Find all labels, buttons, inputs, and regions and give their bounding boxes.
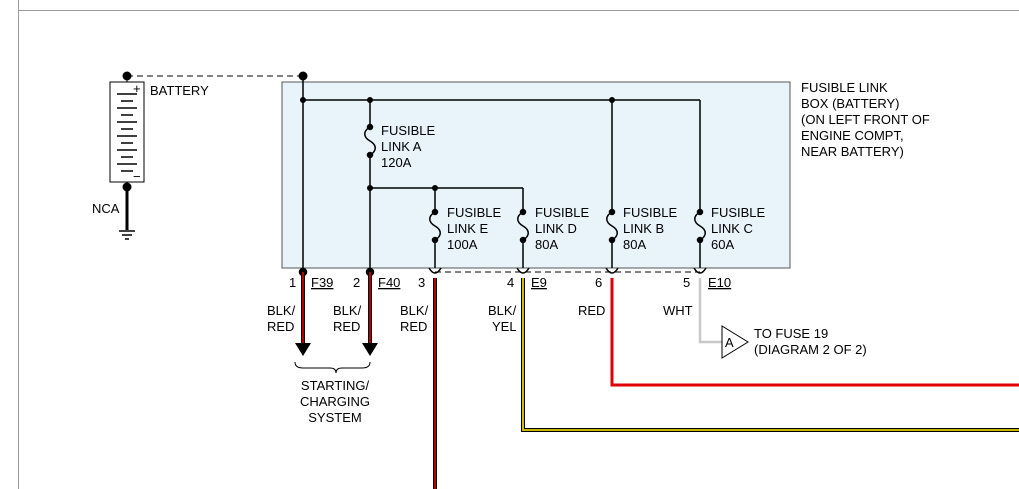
svg-text:100A: 100A [447,237,478,252]
svg-text:RED: RED [333,319,360,334]
wire-5-wht [698,278,722,344]
svg-text:FUSIBLE: FUSIBLE [535,205,590,220]
svg-text:LINK E: LINK E [447,221,489,236]
wire-6-red [610,278,1019,387]
svg-text:LINK D: LINK D [535,221,577,236]
wire-3-color-label: BLK/ RED [400,303,429,334]
battery-positive-connection [122,71,308,100]
fuse-label-d: FUSIBLE LINK D 80A [535,205,590,252]
pin-1-number: 1 [289,275,296,290]
fuse-symbol-c [694,208,706,268]
wire-2-blk-red [362,272,378,356]
svg-text:LINK B: LINK B [623,221,664,236]
bus-junctions [300,97,615,191]
pin-2-connector: F40 [378,275,400,290]
fuse-symbol-a [364,123,376,159]
wire-6-color-label: RED [578,303,605,318]
connector-a-letter: A [725,335,734,350]
svg-text:120A: 120A [381,155,412,170]
svg-text:FUSIBLE: FUSIBLE [381,123,436,138]
svg-text:FUSIBLE: FUSIBLE [711,205,766,220]
svg-text:BLK/: BLK/ [488,303,517,318]
pin-1-connector: F39 [311,275,333,290]
box-title: FUSIBLE LINK BOX (BATTERY) (ON LEFT FRON… [801,80,930,159]
nca-label: NCA [92,201,120,216]
pin-3-number: 3 [418,275,425,290]
pin-5-number: 5 [683,275,690,290]
wire-4-color-label: BLK/ YEL [488,303,517,334]
fuse-symbol-d [517,208,529,268]
battery-ground [119,182,135,240]
svg-text:ENGINE COMPT,: ENGINE COMPT, [801,128,904,143]
svg-text:RED: RED [267,319,294,334]
page-frame [18,0,1019,489]
fusible-link-box [281,81,791,269]
fuse-symbol-e [429,208,441,268]
svg-text:60A: 60A [711,237,734,252]
svg-text:RED: RED [400,319,427,334]
svg-text:BLK/: BLK/ [333,303,362,318]
fuse-label-a: FUSIBLE LINK A 120A [381,123,436,170]
wire-4-blk-yel [521,278,1019,432]
fuse-symbol-b [606,208,618,268]
fuse-label-b: FUSIBLE LINK B 80A [623,205,678,252]
svg-text:TO FUSE 19: TO FUSE 19 [754,326,828,341]
battery-minus-sign: − [133,169,141,184]
connector-a-destination-label: TO FUSE 19 (DIAGRAM 2 OF 2) [754,326,867,357]
fuse-label-e: FUSIBLE LINK E 100A [447,205,502,252]
svg-text:CHARGING: CHARGING [300,394,370,409]
battery-label: BATTERY [150,83,209,98]
wire-1-blk-red [295,272,311,356]
svg-text:FUSIBLE: FUSIBLE [623,205,678,220]
pin-2-number: 2 [353,275,360,290]
svg-text:LINK A: LINK A [381,139,422,154]
connector-a-triangle [721,325,749,359]
svg-text:80A: 80A [623,237,646,252]
wire-5-color-label: WHT [663,303,693,318]
svg-text:LINK C: LINK C [711,221,753,236]
svg-text:(DIAGRAM 2 OF 2): (DIAGRAM 2 OF 2) [754,342,867,357]
battery-symbol: + − [109,81,145,184]
svg-text:(ON LEFT FRONT OF: (ON LEFT FRONT OF [801,112,930,127]
pin-6-number: 6 [595,275,602,290]
starting-system-brace [294,361,371,374]
fuse-label-c: FUSIBLE LINK C 60A [711,205,766,252]
wire-2-color-label: BLK/ RED [333,303,362,334]
svg-text:FUSIBLE LINK: FUSIBLE LINK [801,80,888,95]
svg-text:YEL: YEL [492,319,517,334]
svg-text:BLK/: BLK/ [267,303,296,318]
starting-system-label: STARTING/ CHARGING SYSTEM [300,378,370,425]
svg-text:BLK/: BLK/ [400,303,429,318]
battery-plus-sign: + [133,81,141,96]
svg-text:BOX (BATTERY): BOX (BATTERY) [801,96,899,111]
pin-5-connector: E10 [708,275,731,290]
svg-text:NEAR BATTERY): NEAR BATTERY) [801,144,904,159]
svg-text:FUSIBLE: FUSIBLE [447,205,502,220]
pin-4-number: 4 [507,275,514,290]
svg-text:STARTING/: STARTING/ [301,378,370,393]
svg-text:80A: 80A [535,237,558,252]
svg-text:SYSTEM: SYSTEM [308,410,361,425]
wire-1-color-label: BLK/ RED [267,303,296,334]
pin-4-connector: E9 [531,275,547,290]
